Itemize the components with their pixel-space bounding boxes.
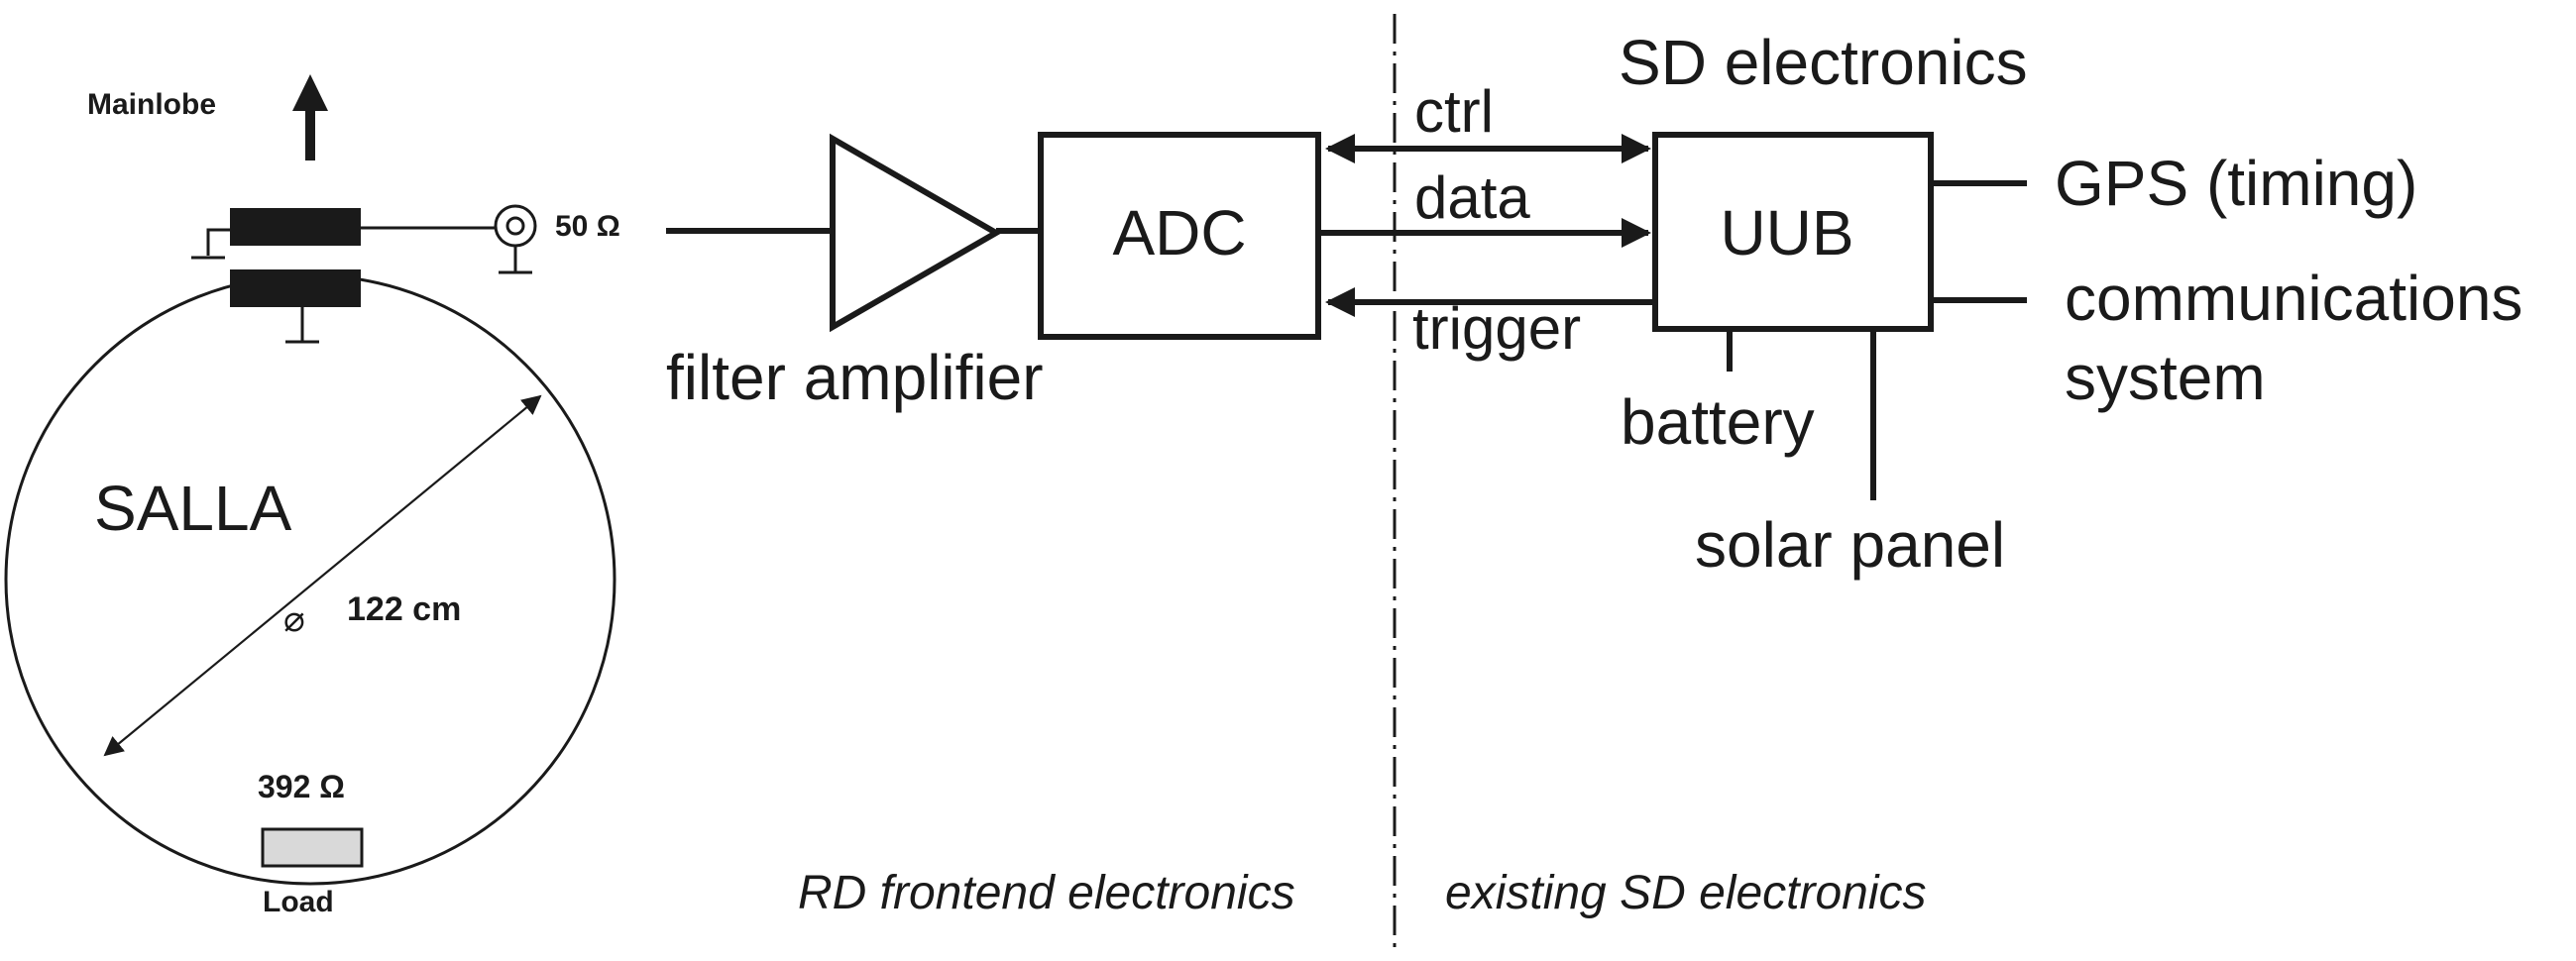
ground-symbol-left bbox=[191, 228, 230, 260]
output-impedance-label: 50 Ω bbox=[555, 210, 620, 243]
sd-electronics: SD electronics UUB GPS (timing) communic… bbox=[1445, 27, 2522, 919]
adc-label: ADC bbox=[1112, 197, 1246, 268]
amplifier-label: filter amplifier bbox=[666, 342, 1044, 413]
salla-antenna: Mainlobe 50 Ω SALLA ⌀ 122 cm bbox=[4, 74, 620, 918]
gps-label: GPS (timing) bbox=[2055, 148, 2417, 219]
amplifier-symbol bbox=[830, 133, 1003, 333]
signal-links: ctrl data trigger bbox=[1318, 78, 1653, 362]
comm-label-line1: communications bbox=[2065, 263, 2522, 334]
ground-symbol-bottom bbox=[285, 307, 319, 344]
load-resistor bbox=[261, 827, 364, 868]
rd-section-label: RD frontend electronics bbox=[798, 867, 1295, 919]
uub-label: UUB bbox=[1720, 197, 1853, 268]
solar-panel-label: solar panel bbox=[1695, 509, 2005, 581]
coax-connector-icon bbox=[494, 204, 537, 274]
mainlobe-label: Mainlobe bbox=[87, 88, 216, 121]
diameter-symbol: ⌀ bbox=[283, 598, 305, 639]
rd-frontend: filter amplifier ADC RD frontend electro… bbox=[666, 132, 1321, 919]
battery-label: battery bbox=[1621, 386, 1815, 458]
comm-label-line2: system bbox=[2065, 342, 2266, 413]
diameter-arrow bbox=[103, 394, 542, 757]
trigger-label: trigger bbox=[1412, 295, 1581, 362]
ctrl-label: ctrl bbox=[1414, 78, 1494, 145]
feed-block-top bbox=[230, 208, 361, 246]
uub-block bbox=[1652, 132, 1934, 332]
sd-section-label: existing SD electronics bbox=[1445, 867, 1927, 919]
sd-title: SD electronics bbox=[1619, 27, 2028, 98]
load-resistance-label: 392 Ω bbox=[258, 769, 345, 804]
load-label: Load bbox=[263, 886, 334, 918]
feed-block-bottom bbox=[230, 269, 361, 307]
diameter-label: 122 cm bbox=[347, 590, 461, 628]
data-label: data bbox=[1414, 164, 1530, 231]
antenna-name: SALLA bbox=[94, 473, 292, 544]
mainlobe-arrow-icon bbox=[292, 74, 328, 160]
